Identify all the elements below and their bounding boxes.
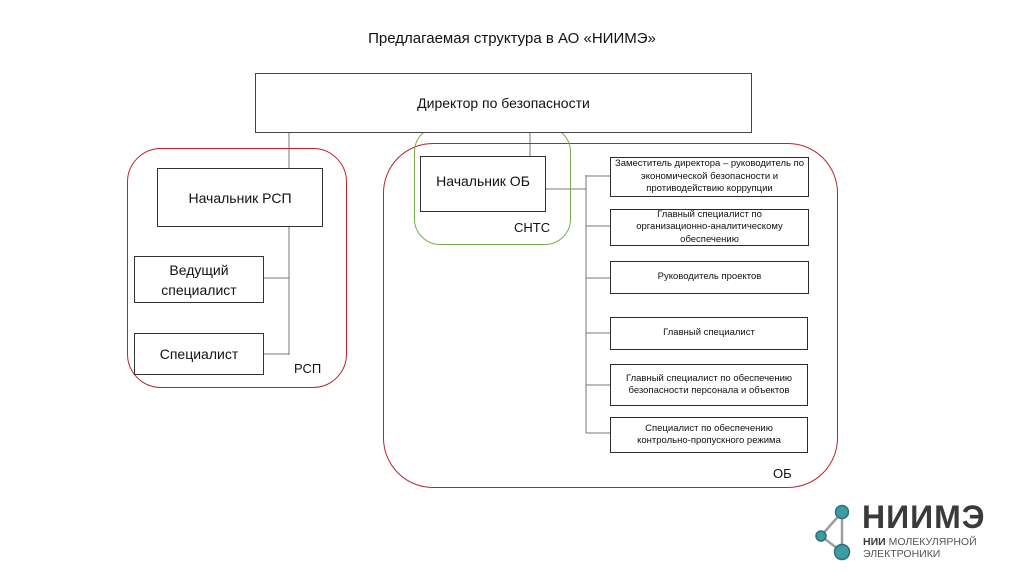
- molecule-icon: [815, 504, 851, 561]
- logo-subtitle-bold: НИИ: [863, 536, 886, 548]
- rsp-head-label: Начальник РСП: [188, 189, 292, 206]
- rsp-head-box[interactable]: Начальник РСП: [157, 168, 323, 227]
- group-rsp-label: РСП: [294, 361, 322, 376]
- ob-member-box[interactable]: Руководитель проектов: [610, 261, 809, 294]
- ob-head-box[interactable]: Начальник ОБ: [420, 156, 546, 212]
- logo-subtitle-line1: МОЛЕКУЛЯРНОЙ: [888, 536, 977, 548]
- ob-member-box[interactable]: Специалист по обеспечению контрольно-про…: [610, 417, 808, 453]
- ob-member-label: Специалист по обеспечению контрольно-про…: [637, 422, 781, 447]
- group-rsp-frame: [127, 148, 347, 388]
- rsp-lead-specialist-label: Ведущий специалист: [161, 261, 237, 298]
- group-ob-label: ОБ: [773, 466, 792, 481]
- ob-member-box[interactable]: Главный специалист по организационно-ана…: [610, 209, 809, 246]
- ob-member-label: Главный специалист по обеспечению безопа…: [625, 372, 793, 397]
- logo-subtitle: НИИ МОЛЕКУЛЯРНОЙ ЭЛЕКТРОНИКИ: [863, 536, 977, 560]
- rsp-lead-specialist-box[interactable]: Ведущий специалист: [134, 256, 264, 303]
- director-box[interactable]: Директор по безопасности: [255, 73, 752, 133]
- ob-member-label: Заместитель директора – руководитель по …: [614, 158, 805, 195]
- group-sntc-label: СНТС: [514, 220, 551, 235]
- rsp-specialist-label: Специалист: [159, 346, 239, 362]
- group-ob-frame: [383, 143, 838, 488]
- ob-member-label: Руководитель проектов: [657, 271, 762, 283]
- ob-member-box[interactable]: Главный специалист по обеспечению безопа…: [610, 364, 808, 406]
- page-title: Предлагаемая структура в АО «НИИМЭ»: [368, 30, 656, 47]
- director-label: Директор по безопасности: [417, 95, 590, 111]
- rsp-specialist-box[interactable]: Специалист: [134, 333, 264, 375]
- ob-member-label: Главный специалист: [663, 327, 755, 339]
- logo: НИИМЭ НИИ МОЛЕКУЛЯРНОЙ ЭЛЕКТРОНИКИ: [812, 500, 1012, 564]
- logo-subtitle-line2: ЭЛЕКТРОНИКИ: [863, 548, 941, 560]
- ob-head-label: Начальник ОБ: [436, 173, 530, 189]
- ob-member-box[interactable]: Заместитель директора – руководитель по …: [610, 157, 809, 197]
- ob-member-box[interactable]: Главный специалист: [610, 317, 808, 350]
- ob-member-label: Главный специалист по организационно-ана…: [636, 208, 783, 245]
- logo-name: НИИМЭ: [862, 499, 986, 535]
